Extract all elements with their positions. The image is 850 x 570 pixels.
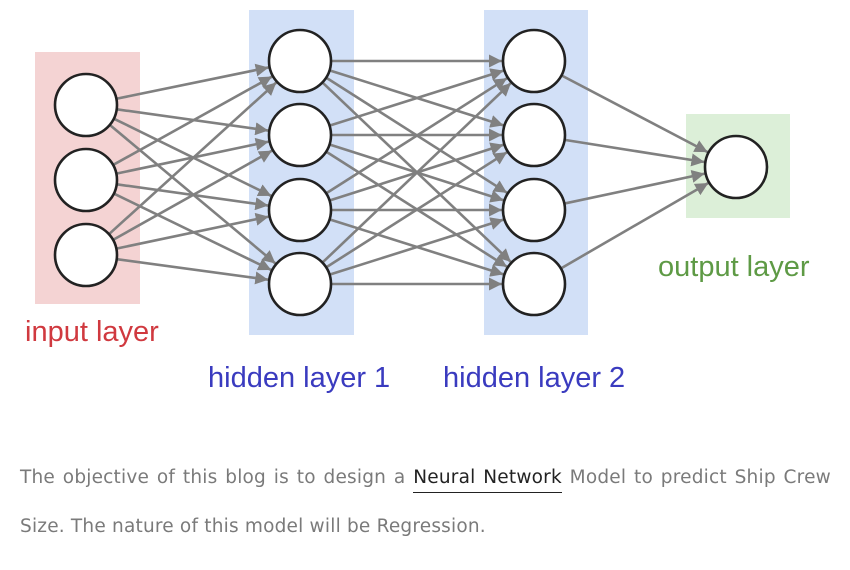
description-paragraph: The objective of this blog is to design … — [20, 453, 831, 551]
edge-l1n3-l2n2 — [112, 149, 273, 241]
node-layer2-3 — [267, 177, 333, 243]
node-layer3-3 — [501, 177, 567, 243]
edge-l2n2-l3n1 — [329, 68, 504, 127]
neural-network-link[interactable]: Neural Network — [413, 466, 562, 493]
neural-network-diagram: input layer hidden layer 1 hidden layer … — [25, 10, 810, 394]
paragraph-text-after: Model to predict Ship Crew Size. The nat… — [20, 466, 831, 537]
node-layer3-1 — [501, 28, 567, 94]
edge-l1n1-l2n1 — [116, 63, 269, 101]
edge-l3n4-l4n1 — [560, 181, 709, 270]
label-output-layer: output layer — [658, 251, 810, 283]
node-layer1-2 — [53, 147, 119, 213]
edge-l1n3-l2n4 — [116, 257, 269, 285]
edge-l3n1-l4n1 — [560, 74, 709, 154]
edge-l1n3-l2n1 — [108, 81, 278, 236]
edge-l3n3-l4n1 — [564, 170, 705, 205]
edge-l2n3-l3n1 — [325, 77, 508, 195]
node-layer2-4 — [267, 251, 333, 317]
edge-l3n2-l4n1 — [564, 138, 705, 167]
label-input-layer: input layer — [25, 316, 159, 348]
edge-l2n4-l3n3 — [329, 217, 504, 276]
node-layer1-3 — [53, 222, 119, 288]
paragraph-text-before: The objective of this blog is to design … — [20, 466, 414, 488]
node-layer4-1 — [703, 134, 769, 200]
node-layer2-1 — [267, 28, 333, 94]
node-layer3-2 — [501, 102, 567, 168]
label-hidden-layer-1: hidden layer 1 — [208, 362, 390, 394]
node-layer1-1 — [53, 72, 119, 138]
label-hidden-layer-2: hidden layer 2 — [443, 362, 625, 394]
edge-l2n4-l3n1 — [321, 82, 512, 264]
edge-l2n4-l3n2 — [325, 151, 508, 269]
edge-l1n3-l2n3 — [116, 212, 269, 250]
node-layer3-4 — [501, 251, 567, 317]
node-layer2-2 — [267, 102, 333, 168]
edge-l1n2-l2n1 — [112, 75, 273, 167]
